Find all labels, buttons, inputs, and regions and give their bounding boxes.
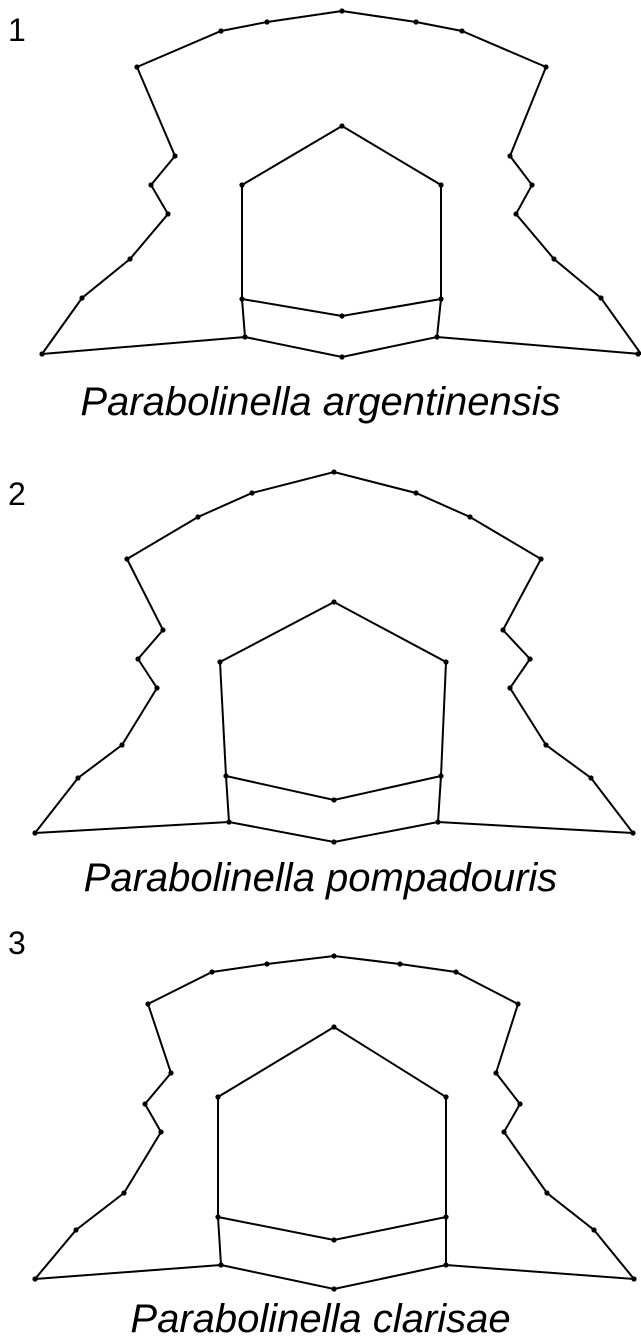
panel-1: 1 Parabolinella argentinensis (0, 0, 641, 440)
cranidium-outline-diagram (0, 899, 641, 1289)
landmark-points (32, 953, 636, 1291)
panel-2: 2 Parabolinella pompadouris (0, 448, 641, 893)
landmark-points (39, 8, 640, 359)
cranidium-outline-diagram (0, 0, 641, 370)
glabella-outline (242, 126, 441, 337)
cranidium-outline-diagram (0, 448, 641, 848)
glabella-outline (220, 602, 446, 822)
occipital-furrow (226, 776, 441, 800)
species-caption: Parabolinella clarisae (0, 1299, 641, 1339)
landmark-points (32, 469, 635, 844)
species-caption: Parabolinella pompadouris (0, 858, 641, 898)
glabella-outline (218, 1027, 446, 1265)
species-caption: Parabolinella argentinensis (0, 382, 641, 422)
outer-outline (35, 472, 633, 842)
outer-outline (42, 11, 641, 357)
occipital-furrow (218, 1217, 446, 1240)
panel-3: 3 Parabolinella clarisae (0, 899, 641, 1340)
